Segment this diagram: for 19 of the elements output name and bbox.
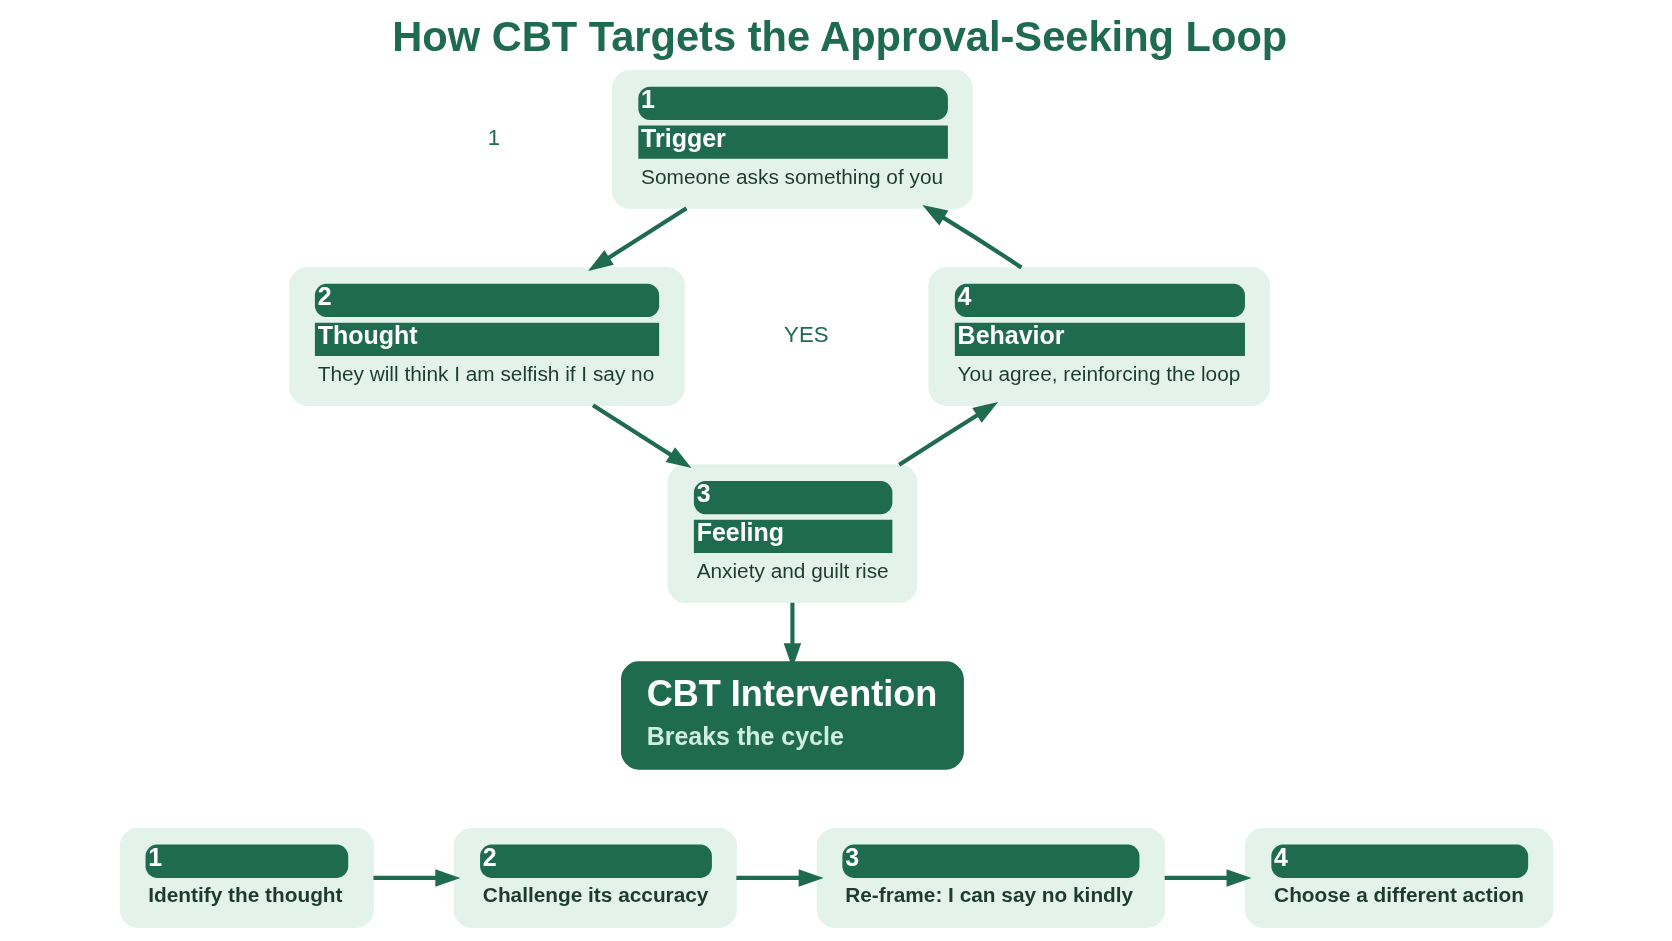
node-box: 4 Behavior You agree, reinforcing the loop <box>927 267 1270 406</box>
arrow <box>1164 869 1252 887</box>
label: 1 <box>487 124 500 150</box>
arrow <box>372 869 460 887</box>
node-box: 2 Thought They will think I am selfish if I say no <box>288 267 685 406</box>
arrow <box>921 204 1022 270</box>
node-box: CBT Intervention Breaks the cycle <box>620 661 964 770</box>
node-box: 4 Choose a different action <box>1244 827 1553 928</box>
node-box: 3 Feeling Anxiety and guilt rise <box>667 464 917 604</box>
node-box: 1 Trigger Someone asks something of you <box>611 70 973 209</box>
label: YES <box>783 321 829 347</box>
arrow <box>591 403 691 468</box>
arrow <box>735 869 824 887</box>
node-box: 3 Re-frame: I can say no kindly <box>816 827 1165 928</box>
diagram-title: How CBT Targets the Approval-Seeking Loop <box>391 13 1287 61</box>
arrow <box>587 206 688 271</box>
arrow <box>897 401 998 467</box>
node-box: 2 Challenge its accuracy <box>453 827 737 928</box>
node-box: 1 Identify the thought <box>119 827 374 928</box>
